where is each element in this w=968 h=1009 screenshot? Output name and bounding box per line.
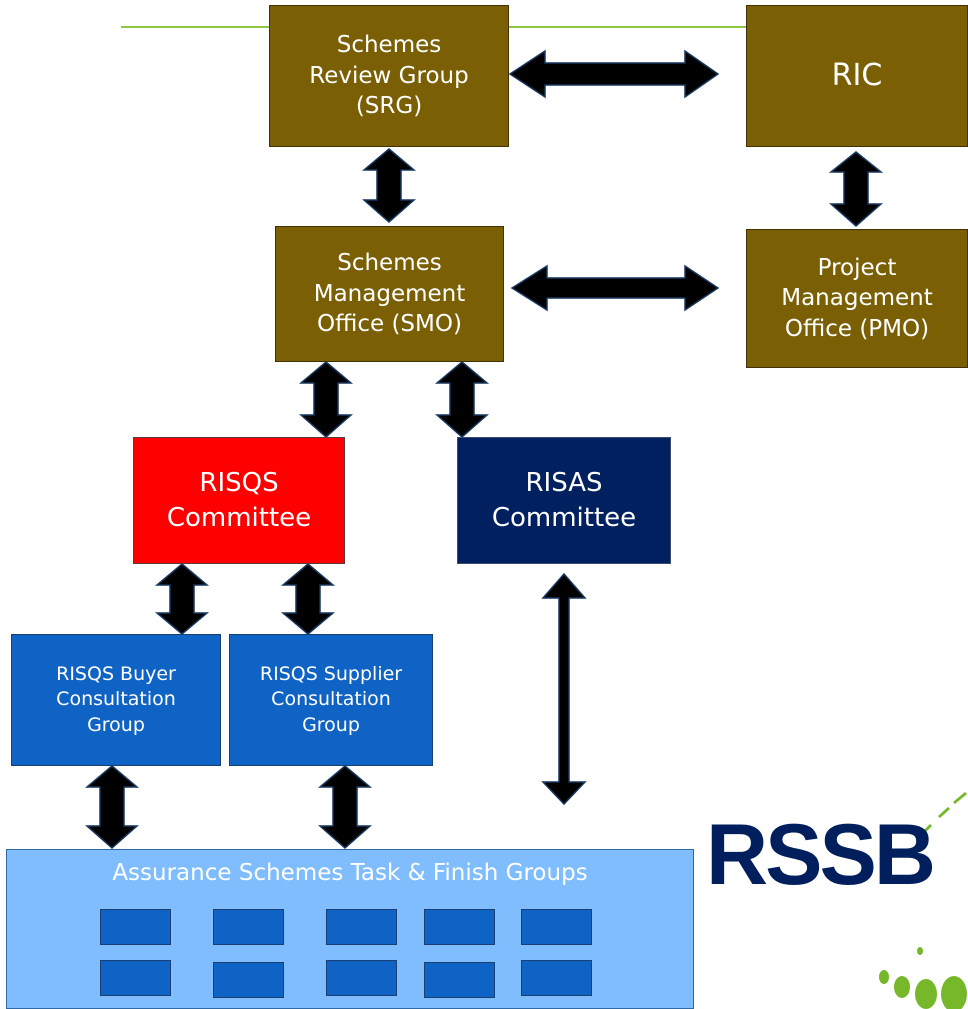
task-group-tile	[213, 909, 284, 945]
arrow-smo-pmo	[510, 264, 720, 312]
risas-committee-box: RISAS Committee	[457, 437, 671, 564]
pmo-box: Project Management Office (PMO)	[746, 229, 968, 368]
arrow-smo-risqs	[298, 361, 354, 438]
srg-box: Schemes Review Group (SRG)	[269, 5, 509, 147]
risqs-committee-box: RISQS Committee	[133, 437, 345, 564]
task-group-tile	[424, 962, 495, 998]
task-group-tile	[213, 962, 284, 998]
ric-label: RIC	[831, 58, 883, 94]
arrow-smo-risas	[434, 361, 490, 438]
logo-swoosh	[922, 792, 967, 834]
task-group-tile	[100, 960, 171, 996]
risqs-supplier-group-box: RISQS Supplier Consultation Group	[229, 634, 433, 766]
smo-label: Schemes Management Office (SMO)	[313, 250, 466, 338]
arrow-ric-pmo	[828, 151, 884, 227]
task-group-tile	[424, 909, 495, 945]
ric-box: RIC	[746, 5, 968, 147]
pmo-label: Project Management Office (PMO)	[781, 254, 933, 342]
arrow-supplier-assurance	[317, 765, 373, 849]
arrow-risqs-supplier	[280, 563, 336, 635]
logo-dots	[879, 947, 967, 1009]
logo-lettering: RSSB	[706, 807, 933, 903]
task-group-tile	[100, 909, 171, 945]
arrow-risas-assurance	[541, 572, 587, 806]
risas-committee-label: RISAS Committee	[491, 468, 637, 533]
task-group-tile	[326, 960, 397, 996]
task-group-tile	[326, 909, 397, 945]
srg-label: Schemes Review Group (SRG)	[309, 32, 469, 120]
arrow-risqs-buyer	[154, 563, 210, 635]
risqs-buyer-group-label: RISQS Buyer Consultation Group	[56, 663, 176, 736]
rssb-logo: RSSB	[706, 792, 967, 1009]
smo-box: Schemes Management Office (SMO)	[275, 226, 504, 362]
arrow-buyer-assurance	[84, 765, 140, 849]
risqs-supplier-group-label: RISQS Supplier Consultation Group	[259, 663, 403, 736]
assurance-groups-label: Assurance Schemes Task & Finish Groups	[112, 860, 588, 886]
task-group-tile	[521, 909, 592, 945]
task-group-tile	[521, 960, 592, 996]
risqs-buyer-group-box: RISQS Buyer Consultation Group	[11, 634, 221, 766]
risqs-committee-label: RISQS Committee	[166, 468, 312, 533]
arrow-srg-smo	[361, 148, 417, 223]
arrow-srg-ric	[508, 49, 720, 99]
header-accent-line	[121, 26, 968, 28]
